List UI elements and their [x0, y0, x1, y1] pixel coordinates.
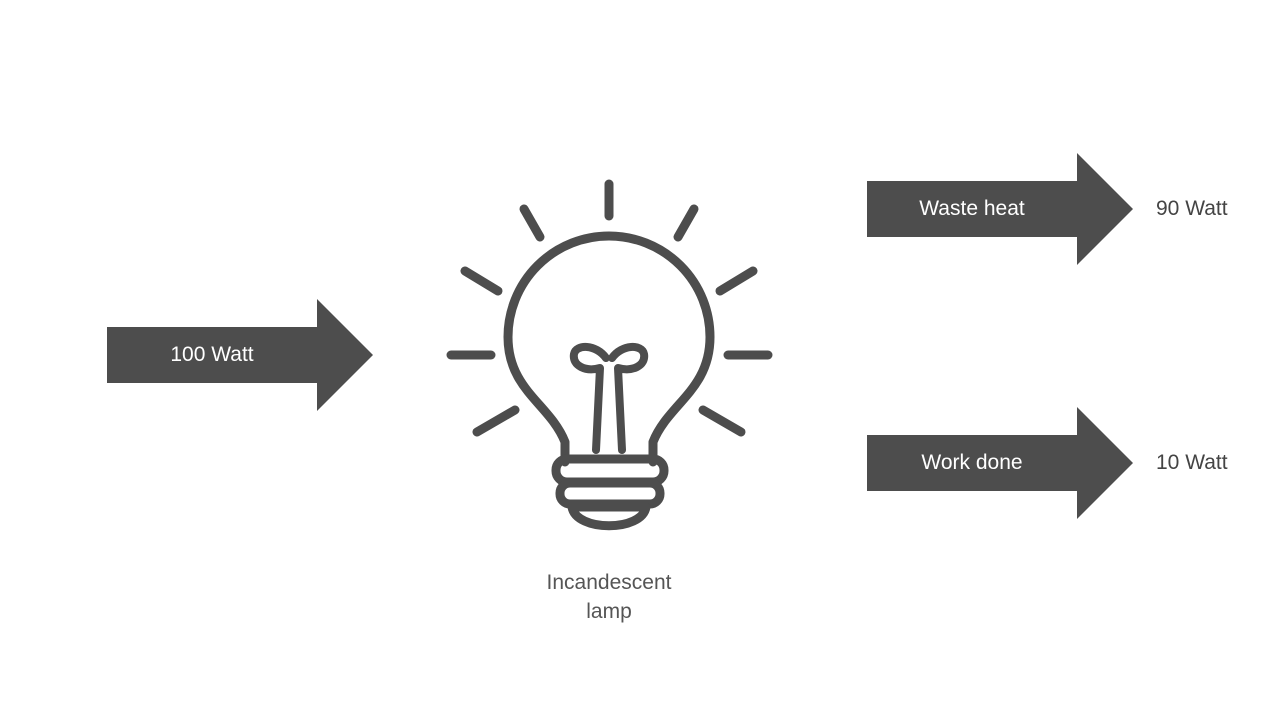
- right-arrow-shape: [867, 407, 1133, 519]
- work-done-label: Work done: [921, 451, 1023, 474]
- waste-heat-arrow: Waste heat: [867, 153, 1133, 265]
- work-done-value: 10 Watt: [1156, 451, 1228, 474]
- light-rays: [446, 179, 773, 437]
- waste-heat-value: 90 Watt: [1156, 197, 1228, 220]
- input-arrow: 100 Watt: [107, 299, 373, 411]
- right-arrow-shape: [107, 299, 373, 411]
- lamp-caption-line1: Incandescent: [546, 571, 672, 594]
- waste-heat-label: Waste heat: [919, 197, 1025, 220]
- lamp-caption-line2: lamp: [586, 600, 632, 623]
- work-done-arrow: Work done: [867, 407, 1133, 519]
- lightbulb-icon: [440, 172, 780, 546]
- right-arrow-shape: [867, 153, 1133, 265]
- lamp-caption: Incandescent lamp: [489, 568, 729, 626]
- input-power-label: 100 Watt: [170, 343, 254, 366]
